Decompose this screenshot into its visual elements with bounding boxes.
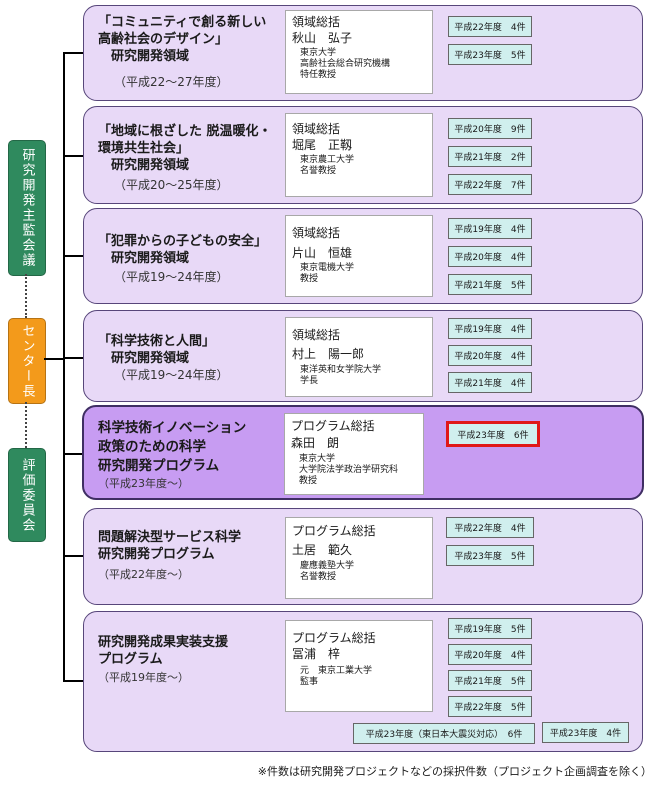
supervisor-role: プログラム総括 [291,419,375,433]
program-title: 問題解決型サービス科学 研究開発プログラム [98,530,242,562]
supervisor-affiliation: 東京大学 大学院法学政治学研究科 教授 [299,454,399,486]
dotted-connector-top [25,274,27,318]
adoption-count-badge: 平成21年度 5件 [448,670,532,691]
supervisor-name: 堀尾 正靱 [292,138,353,152]
supervisor-affiliation: 慶應義塾大学 名誉教授 [300,561,355,582]
supervisor-panel: 領域総括 堀尾 正靱 東京農工大学 名誉教授 [285,113,433,197]
branch-connector-6 [63,555,83,557]
adoption-count-badge: 平成22年度 4件 [446,517,534,538]
supervisor-role: 領域総括 [292,226,341,240]
program-card-5-highlighted: 科学技術イノベーション 政策のための科学 研究開発プログラム （平成23年度～）… [82,405,644,500]
supervisor-panel: 領域総括 片山 恒雄 東京電機大学 教授 [285,215,433,297]
program-period: （平成22～27年度） [114,75,229,89]
branch-connector-4 [63,357,83,359]
supervisor-panel: プログラム総括 森田 朗 東京大学 大学院法学政治学研究科 教授 [284,413,424,495]
program-title: 「コミュニティで創る新しい 高齢社会のデザイン」 研究開発領域 [98,15,267,64]
supervisor-name: 村上 陽一郎 [292,347,365,361]
supervisor-panel: 領域総括 秋山 弘子 東京大学 高齢社会総合研究機構 特任教授 [285,10,433,94]
program-title: 「犯罪からの子どもの安全」 研究開発領域 [98,234,268,266]
supervisor-role: プログラム総括 [292,524,376,538]
supervisor-role: プログラム総括 [292,631,376,645]
supervisor-affiliation: 東洋英和女学院大学 学長 [300,365,382,386]
supervisor-affiliation: 東京農工大学 名誉教授 [300,155,355,176]
adoption-count-badge-highlighted: 平成23年度 6件 [446,421,540,447]
adoption-count-badge: 平成19年度 5件 [448,618,532,639]
program-period: （平成23年度～） [98,477,189,490]
center-director-box: センター長 [8,318,46,404]
adoption-count-badge: 平成22年度 4件 [448,16,532,37]
program-card-4: 「科学技術と人間」 研究開発領域 （平成19～24年度） 領域総括 村上 陽一郎… [83,310,643,402]
adoption-count-badge: 平成23年度 5件 [448,44,532,65]
branch-connector-3 [63,255,83,257]
adoption-count-badge-earthquake: 平成23年度（東日本大震災対応） 6件 [353,723,535,744]
program-title: 研究開発成果実装支援 プログラム [98,635,229,667]
supervisor-panel: 領域総括 村上 陽一郎 東洋英和女学院大学 学長 [285,317,433,397]
program-period: （平成22年度～） [98,568,189,581]
adoption-count-badge: 平成21年度 5件 [448,274,532,295]
footnote: ※件数は研究開発プロジェクトなどの採択件数（プロジェクト企画調査を除く） [257,765,652,778]
adoption-count-badge: 平成23年度 4件 [542,722,629,743]
branch-connector-7 [63,680,83,682]
supervisor-panel: プログラム総括 土居 範久 慶應義塾大学 名誉教授 [285,517,433,599]
program-title: 「地域に根ざした 脱温暖化・ 環境共生社会」 研究開発領域 [98,124,272,173]
branch-connector-1 [63,52,83,54]
adoption-count-badge: 平成22年度 7件 [448,174,532,195]
adoption-count-badge: 平成20年度 4件 [448,345,532,366]
supervisor-name: 森田 朗 [291,436,340,450]
supervisor-role: 領域総括 [292,328,341,342]
center-horizontal-connector [44,358,64,360]
program-card-3: 「犯罪からの子どもの安全」 研究開発領域 （平成19～24年度） 領域総括 片山… [83,208,643,304]
dotted-connector-bottom [25,402,27,448]
program-title: 科学技術イノベーション 政策のための科学 研究開発プログラム [98,420,247,474]
program-card-2: 「地域に根ざした 脱温暖化・ 環境共生社会」 研究開発領域 （平成20～25年度… [83,106,643,204]
adoption-count-badge: 平成23年度 5件 [446,545,534,566]
adoption-count-badge: 平成21年度 4件 [448,372,532,393]
supervisor-name: 冨浦 梓 [292,647,341,661]
adoption-count-badge: 平成20年度 4件 [448,246,532,267]
program-period: （平成19～24年度） [114,270,229,284]
research-director-meeting-box: 研究開発主監会議 [8,140,46,276]
supervisor-role: 領域総括 [292,15,341,29]
program-period: （平成19～24年度） [114,368,229,382]
branch-connector-2 [63,155,83,157]
adoption-count-badge: 平成19年度 4件 [448,318,532,339]
program-card-6: 問題解決型サービス科学 研究開発プログラム （平成22年度～） プログラム総括 … [83,508,643,605]
supervisor-name: 片山 恒雄 [292,246,353,260]
program-card-1: 「コミュニティで創る新しい 高齢社会のデザイン」 研究開発領域 （平成22～27… [83,5,643,101]
evaluation-committee-box: 評価委員会 [8,448,46,542]
branch-connector-5 [63,453,83,455]
program-card-7: 研究開発成果実装支援 プログラム （平成19年度～） プログラム総括 冨浦 梓 … [83,611,643,752]
adoption-count-badge: 平成21年度 2件 [448,146,532,167]
adoption-count-badge: 平成19年度 4件 [448,218,532,239]
program-period: （平成19年度～） [98,671,189,684]
supervisor-affiliation: 東京大学 高齢社会総合研究機構 特任教授 [300,48,391,80]
program-title: 「科学技術と人間」 研究開発領域 [98,334,216,366]
supervisor-affiliation: 東京電機大学 教授 [300,263,355,284]
program-period: （平成20～25年度） [114,178,229,192]
adoption-count-badge: 平成22年度 5件 [448,696,532,717]
adoption-count-badge: 平成20年度 4件 [448,644,532,665]
main-vertical-connector [63,52,65,682]
supervisor-name: 土居 範久 [292,543,353,557]
supervisor-role: 領域総括 [292,122,341,136]
adoption-count-badge: 平成20年度 9件 [448,118,532,139]
supervisor-panel: プログラム総括 冨浦 梓 元 東京工業大学 監事 [285,620,433,712]
supervisor-name: 秋山 弘子 [292,31,353,45]
supervisor-affiliation: 元 東京工業大学 監事 [300,666,373,687]
